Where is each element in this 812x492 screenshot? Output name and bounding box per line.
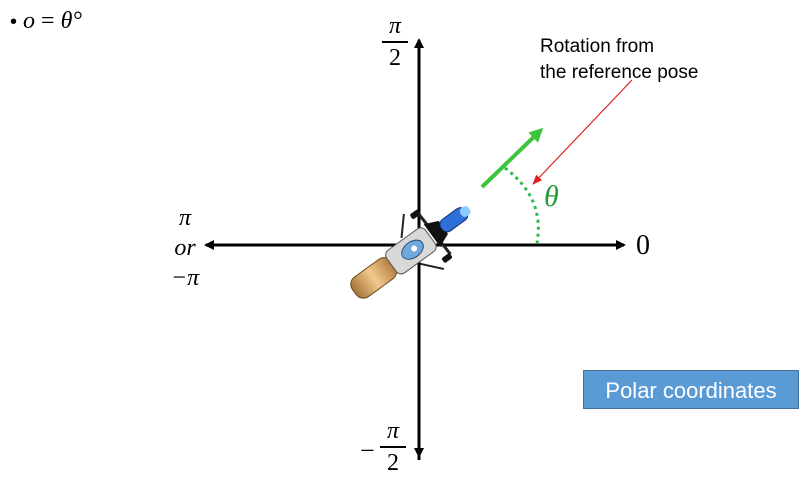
- axis-label-top-bar: [382, 41, 408, 43]
- axis-label-top: π 2: [382, 14, 408, 70]
- annotation-pointer: [533, 80, 632, 184]
- formula-rhs: θ°: [61, 8, 82, 34]
- rotation-annotation: Rotation from the reference pose: [540, 34, 698, 86]
- orientation-formula: • o = θ°: [10, 8, 82, 35]
- axis-label-bottom-sign: −: [360, 436, 375, 466]
- annotation-line1: Rotation from: [540, 34, 698, 60]
- angle-arc: [505, 168, 538, 243]
- formula-equals: =: [41, 8, 55, 34]
- axis-label-top-num: π: [382, 14, 408, 38]
- axis-label-right: 0: [636, 230, 650, 262]
- axis-label-left-line3: −π: [155, 263, 215, 293]
- formula-lhs: o: [23, 8, 35, 34]
- axis-label-bottom-num: π: [380, 419, 406, 443]
- axis-label-bottom-den: 2: [380, 451, 406, 475]
- annotation-line2: the reference pose: [540, 60, 698, 86]
- axis-label-left-line1: π: [155, 203, 215, 233]
- axis-label-left-line2: or: [155, 233, 215, 263]
- axis-label-bottom-bar: [380, 446, 406, 448]
- heading-arrow: [482, 130, 541, 187]
- axis-label-bottom: π 2: [380, 419, 406, 475]
- axis-label-top-den: 2: [382, 46, 408, 70]
- bullet-dot: •: [10, 11, 17, 33]
- axis-label-left: π or −π: [155, 203, 215, 293]
- polar-coordinates-badge: Polar coordinates: [583, 370, 799, 409]
- motorcycle-top-view-icon: [334, 181, 489, 319]
- angle-label: θ: [544, 180, 559, 214]
